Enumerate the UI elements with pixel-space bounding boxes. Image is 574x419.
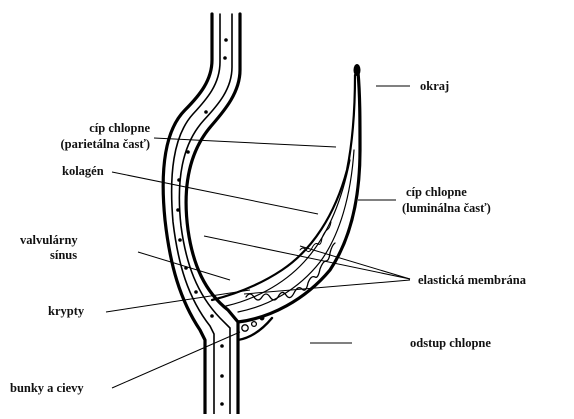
labels: okraj cíp chlopne (parietálna časť) kola… — [10, 79, 527, 395]
cusp-tip — [354, 64, 361, 76]
leader-lines — [106, 86, 410, 388]
label-valvularny-2: sínus — [50, 248, 77, 262]
vessel-wall — [163, 14, 240, 414]
leader-elasticka-2 — [244, 280, 410, 294]
label-valvularny-1: valvulárny — [20, 233, 78, 247]
leader-cip-parietal — [154, 138, 336, 147]
label-bunky: bunky a cievy — [10, 381, 84, 395]
label-cip-luminal-2: (luminálna časť) — [402, 201, 491, 215]
label-kolagen: kolagén — [62, 164, 104, 178]
leader-elasticka-3 — [300, 246, 410, 279]
label-cip-parietal-2: (parietálna časť) — [61, 137, 150, 151]
wall-lamina-1 — [172, 14, 220, 414]
elastic-membrane-wave — [246, 243, 335, 300]
label-cip-parietal-1: cíp chlopne — [89, 121, 150, 135]
label-cip-luminal-1: cíp chlopne — [406, 185, 467, 199]
label-krypty: krypty — [48, 304, 85, 318]
cusp-middle-line-2 — [226, 160, 350, 306]
valve-cusp — [212, 64, 361, 340]
label-okraj: okraj — [420, 79, 449, 93]
label-elasticka: elastická membrána — [418, 273, 527, 287]
leader-kolagen — [112, 172, 318, 214]
leader-bunky — [112, 332, 240, 388]
wall-cells — [176, 38, 228, 406]
leader-elasticka-1 — [204, 236, 410, 279]
cusp-middle-line — [238, 150, 354, 312]
label-odstup: odstup chlopne — [410, 336, 491, 350]
